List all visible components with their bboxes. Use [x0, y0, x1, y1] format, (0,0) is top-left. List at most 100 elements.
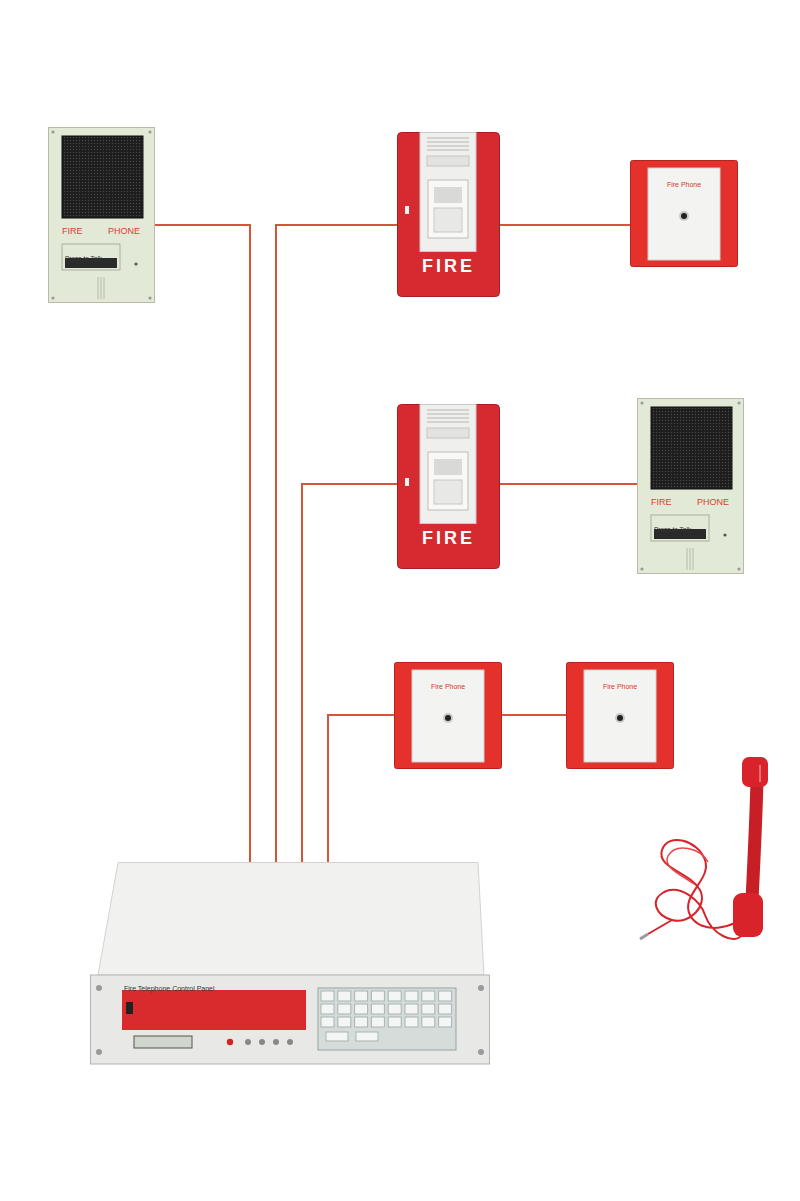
keypad-key: [388, 1004, 401, 1014]
jack-socket: [617, 715, 623, 721]
text-slot: FIRE: [397, 257, 500, 277]
wire-connector: [276, 225, 397, 862]
wire-connector: [155, 225, 250, 862]
text-slot: FIRE: [651, 491, 687, 509]
screw: [737, 401, 740, 404]
pull-handle-lower: [434, 208, 462, 232]
keypad-key: [405, 1004, 418, 1014]
keypad-key: [388, 1017, 401, 1027]
panel-front: [91, 975, 490, 1064]
keypad-key: [326, 1032, 348, 1041]
rack-hole: [478, 985, 484, 991]
fire-phone-panel: [637, 398, 744, 574]
panel-top: [98, 863, 484, 976]
jack-plate: [584, 670, 656, 762]
pull-label: [427, 156, 469, 166]
key-slot: [405, 478, 409, 486]
keypad-key: [422, 991, 435, 1001]
text-slot: Fire Phone: [412, 675, 484, 693]
fire-phone-panel: [48, 127, 155, 303]
keypad-key: [338, 1017, 351, 1027]
screw: [640, 567, 643, 570]
key-slot: [405, 206, 409, 214]
red-strip: [122, 990, 306, 1030]
pull-station-body: [398, 405, 500, 569]
wire-connector: [502, 714, 566, 716]
jack-ring: [615, 713, 625, 723]
screw: [51, 296, 54, 299]
text-slot: Press to Talk: [654, 518, 708, 536]
handset-plug: [640, 934, 648, 939]
pull-handle-frame: [428, 180, 468, 238]
handset-highlight: [759, 765, 761, 782]
control-button: [245, 1039, 251, 1045]
button-frame: [62, 244, 120, 270]
jack-socket: [445, 715, 451, 721]
pull-station-node: FIRE: [397, 132, 500, 297]
keypad-key: [338, 1004, 351, 1014]
speaker-grille: [62, 136, 143, 218]
keypad-key: [405, 1017, 418, 1027]
keypad-key: [371, 1017, 384, 1027]
jack-label: Fire Phone: [603, 683, 637, 691]
pull-handle: [434, 187, 462, 203]
pull-station-label: FIRE: [422, 257, 475, 277]
control-panel-unit: [90, 862, 490, 1065]
speaker-grille: [651, 407, 732, 489]
keypad-key: [355, 1004, 368, 1014]
keypad-key: [321, 1017, 334, 1027]
keypad-key: [356, 1032, 378, 1041]
button-label: Press to Talk: [65, 255, 102, 262]
keypad-key: [422, 1017, 435, 1027]
jack-plate: [648, 168, 720, 260]
button-label: Press to Talk: [654, 526, 691, 533]
louvres: [427, 410, 469, 422]
rack-hole: [96, 1049, 102, 1055]
text-slot: Press to Talk: [65, 247, 119, 265]
panel-plate: [49, 128, 155, 303]
rack-hole: [478, 1049, 484, 1055]
keypad-key: [321, 1004, 334, 1014]
phone-jack: [630, 160, 738, 267]
pull-handle: [434, 459, 462, 475]
keypad-key: [388, 991, 401, 1001]
phone-label: PHONE: [108, 227, 140, 237]
louvres: [427, 138, 469, 150]
wire-connector: [328, 715, 394, 862]
text-slot: FIRE: [397, 529, 500, 549]
control-button: [287, 1039, 293, 1045]
pull-station-label: FIRE: [422, 529, 475, 549]
keypad-key: [321, 991, 334, 1001]
pull-handle-lower: [434, 480, 462, 504]
rack-hole: [96, 985, 102, 991]
phone-jack-node: Fire Phone: [394, 662, 502, 769]
control-panel-node: Fire Telephone Control Panel: [90, 862, 490, 1065]
indicator-button: [227, 1039, 233, 1045]
pull-label: [427, 428, 469, 438]
keypad-key: [371, 991, 384, 1001]
keypad-key: [355, 991, 368, 1001]
jack-label: Fire Phone: [667, 181, 701, 189]
handset-cord-coil: [667, 848, 708, 884]
keypad-key: [371, 1004, 384, 1014]
screw: [148, 130, 151, 133]
text-slot: Fire Phone: [648, 173, 720, 191]
jack-socket: [681, 213, 687, 219]
vent-slots: [98, 277, 104, 299]
text-slot: Fire Phone: [584, 675, 656, 693]
handset-cord-end: [648, 920, 672, 934]
phone-label: FIRE: [651, 498, 672, 508]
screw: [148, 296, 151, 299]
wire-connector: [302, 484, 397, 862]
pull-handle-frame: [428, 452, 468, 510]
key-switch: [126, 1002, 133, 1014]
phone-jack: [394, 662, 502, 769]
keypad: [318, 988, 456, 1050]
microphone-hole: [134, 262, 137, 265]
pull-station-front: [420, 405, 476, 524]
jack-frame: [567, 663, 674, 769]
phone-jack-node: Fire Phone: [566, 662, 674, 769]
pull-station-body: [398, 133, 500, 297]
jack-frame: [395, 663, 502, 769]
keypad-key: [338, 991, 351, 1001]
